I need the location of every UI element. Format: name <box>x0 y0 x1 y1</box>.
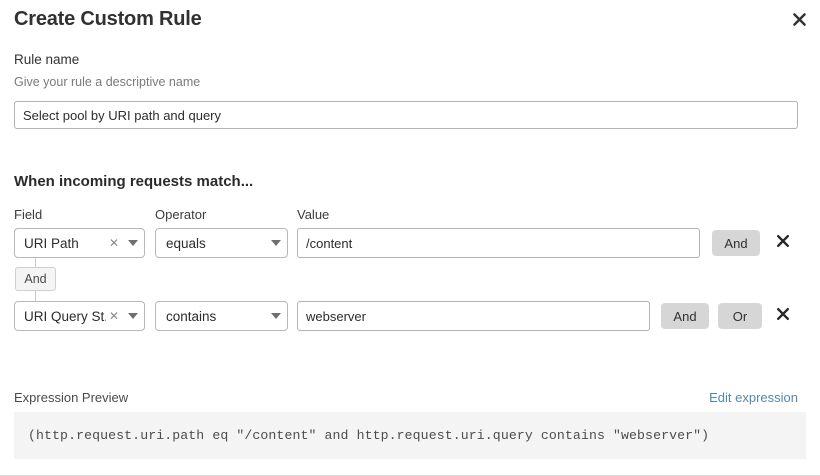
clear-icon[interactable]: ✕ <box>108 309 120 323</box>
connector-conjunction-badge[interactable]: And <box>15 267 56 291</box>
connector-line-bottom <box>35 291 36 301</box>
column-header-value: Value <box>297 207 330 222</box>
chevron-down-icon[interactable] <box>122 312 144 320</box>
and-button-0[interactable]: And <box>712 230 760 256</box>
edit-expression-link[interactable]: Edit expression <box>709 390 798 405</box>
expression-preview-box: (http.request.uri.path eq "/content" and… <box>14 412 806 459</box>
rule-name-label: Rule name <box>14 52 80 67</box>
operator-select-1[interactable]: contains <box>155 301 288 331</box>
expression-preview-text: (http.request.uri.path eq "/content" and… <box>28 428 710 443</box>
field-select-value-0: URI Path <box>24 235 79 251</box>
connector-line-top <box>35 258 36 267</box>
expression-preview-label: Expression Preview <box>14 390 129 405</box>
close-button[interactable] <box>786 6 812 32</box>
clear-icon[interactable]: ✕ <box>108 236 120 250</box>
value-input-0[interactable] <box>297 228 700 258</box>
conditions-heading: When incoming requests match... <box>14 173 254 190</box>
close-icon <box>792 12 807 27</box>
delete-condition-button-1[interactable] <box>771 304 795 328</box>
value-input-1[interactable] <box>297 301 650 331</box>
or-button-1[interactable]: Or <box>718 303 762 329</box>
operator-select-value-0: equals <box>166 235 206 251</box>
operator-select-0[interactable]: equals <box>155 228 288 258</box>
chevron-down-icon[interactable] <box>265 239 287 247</box>
delete-condition-button-0[interactable] <box>771 231 795 255</box>
rule-name-hint: Give your rule a descriptive name <box>14 75 201 89</box>
chevron-down-icon[interactable] <box>265 312 287 320</box>
condition-row: URI Query St... ✕ contains And Or <box>0 301 820 331</box>
page-title: Create Custom Rule <box>14 8 202 30</box>
field-select-value-1: URI Query St... <box>24 308 106 324</box>
condition-row: URI Path ✕ equals And <box>0 228 820 258</box>
delete-icon <box>776 234 790 253</box>
column-header-operator: Operator <box>155 207 207 222</box>
chevron-down-icon[interactable] <box>122 239 144 247</box>
field-select-1[interactable]: URI Query St... ✕ <box>14 301 145 331</box>
field-select-0[interactable]: URI Path ✕ <box>14 228 145 258</box>
operator-select-value-1: contains <box>166 308 217 324</box>
rule-name-input[interactable] <box>14 101 798 129</box>
and-button-1[interactable]: And <box>661 303 709 329</box>
column-header-field: Field <box>14 207 43 222</box>
delete-icon <box>776 307 790 326</box>
